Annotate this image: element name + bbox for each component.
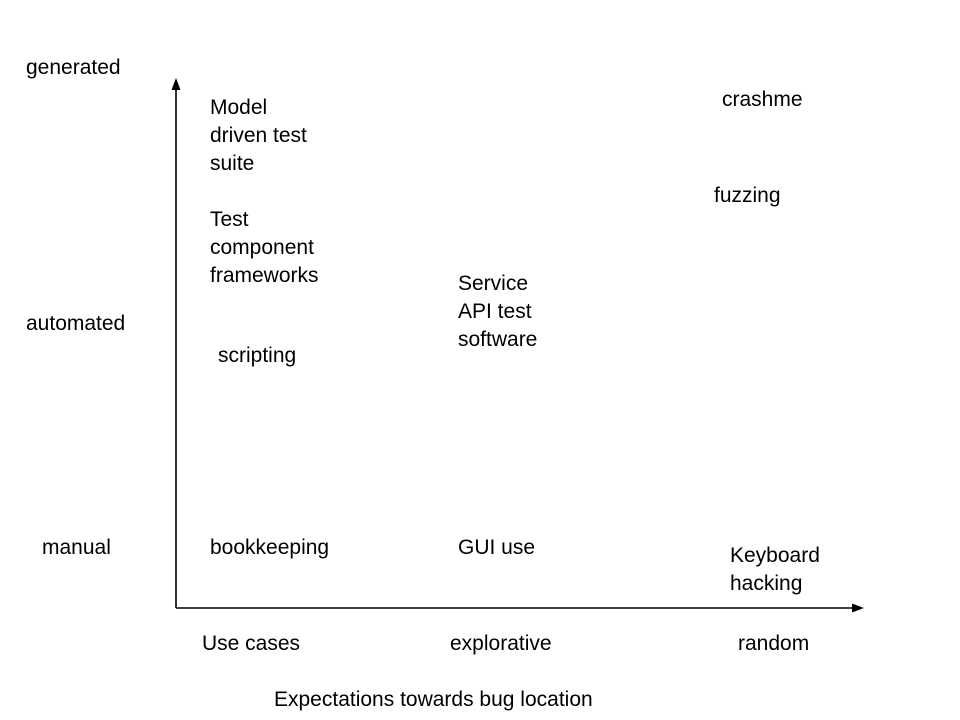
item-crashme: crashme xyxy=(722,88,803,111)
item-gui-use: GUI use xyxy=(458,536,536,559)
item-scripting: scripting xyxy=(218,344,297,367)
item-bookkeeping: bookkeeping xyxy=(210,536,330,559)
item-fuzzing: fuzzing xyxy=(714,184,781,207)
y-axis-arrowhead xyxy=(171,78,181,90)
x-category-use-cases: Use cases xyxy=(202,632,301,655)
item-test-component-frameworks: Test component frameworks xyxy=(210,208,319,287)
x-category-explorative: explorative xyxy=(450,632,552,655)
y-level-manual: manual xyxy=(42,536,111,559)
x-axis-title: Expectations towards bug location xyxy=(274,688,593,711)
item-keyboard-hacking: Keyboard hacking xyxy=(730,544,820,595)
y-level-automated: automated xyxy=(26,312,126,335)
x-category-random: random xyxy=(738,632,810,655)
item-service-api-test-software: Service API test software xyxy=(458,272,538,351)
item-model-driven-test-suite: Model driven test suite xyxy=(210,96,307,175)
y-level-generated: generated xyxy=(26,56,121,79)
x-axis-arrowhead xyxy=(852,603,864,613)
